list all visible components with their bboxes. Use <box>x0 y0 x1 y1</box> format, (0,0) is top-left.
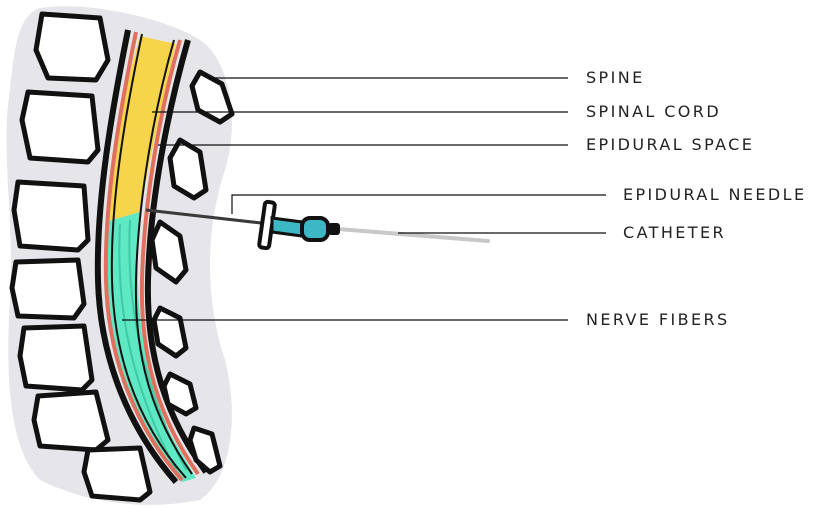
label-spine: SPINE <box>586 69 645 87</box>
vertebra <box>84 448 150 500</box>
vertebra <box>34 392 108 450</box>
label-catheter: CATHETER <box>623 224 726 242</box>
vertebra <box>20 326 92 390</box>
label-nerve-fibers: NERVE FIBERS <box>586 311 730 329</box>
label-epidural-space: EPIDURAL SPACE <box>586 136 754 154</box>
vertebra <box>14 182 88 250</box>
vertebra <box>22 92 98 162</box>
vertebra <box>36 14 108 80</box>
needle-hub-tip <box>328 223 340 235</box>
label-epidural-needle: EPIDURAL NEEDLE <box>623 186 806 204</box>
needle-hub <box>259 202 340 249</box>
catheter-line <box>338 229 488 241</box>
label-spinal-cord: SPINAL CORD <box>586 103 721 121</box>
vertebra <box>12 260 84 318</box>
leader-epidural-needle <box>232 195 606 214</box>
needle-hub-body <box>272 218 302 236</box>
needle-hub-cap <box>302 218 328 240</box>
